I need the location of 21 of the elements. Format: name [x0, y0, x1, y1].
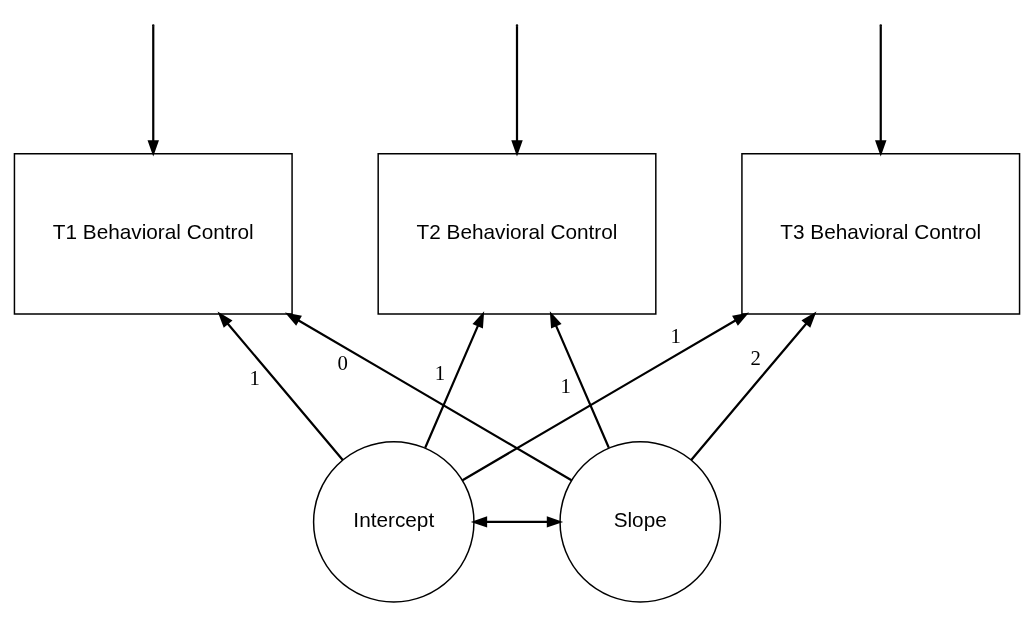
- node-box: T3 Behavioral Control: [741, 152, 1021, 315]
- edge-label: 1: [560, 373, 572, 397]
- edge-label: 1: [670, 323, 681, 347]
- arrow: [284, 311, 573, 481]
- arrow: [147, 25, 159, 157]
- arrow: [549, 310, 610, 448]
- arrow: [511, 25, 523, 157]
- arrow: [424, 310, 485, 448]
- edge-label: 1: [434, 360, 446, 384]
- edge-label: 1: [249, 365, 260, 389]
- arrow: [875, 25, 887, 157]
- arrow: [690, 311, 817, 461]
- edge-label: 0: [337, 350, 348, 374]
- arrow: [470, 515, 564, 528]
- arrow: [217, 311, 344, 461]
- arrow: [461, 311, 750, 481]
- node-circle: Slope: [559, 440, 722, 603]
- node-box: T1 Behavioral Control: [13, 152, 293, 315]
- node-box: T2 Behavioral Control: [377, 152, 657, 315]
- node-circle: Intercept: [312, 440, 475, 603]
- edge-label: 2: [750, 345, 761, 369]
